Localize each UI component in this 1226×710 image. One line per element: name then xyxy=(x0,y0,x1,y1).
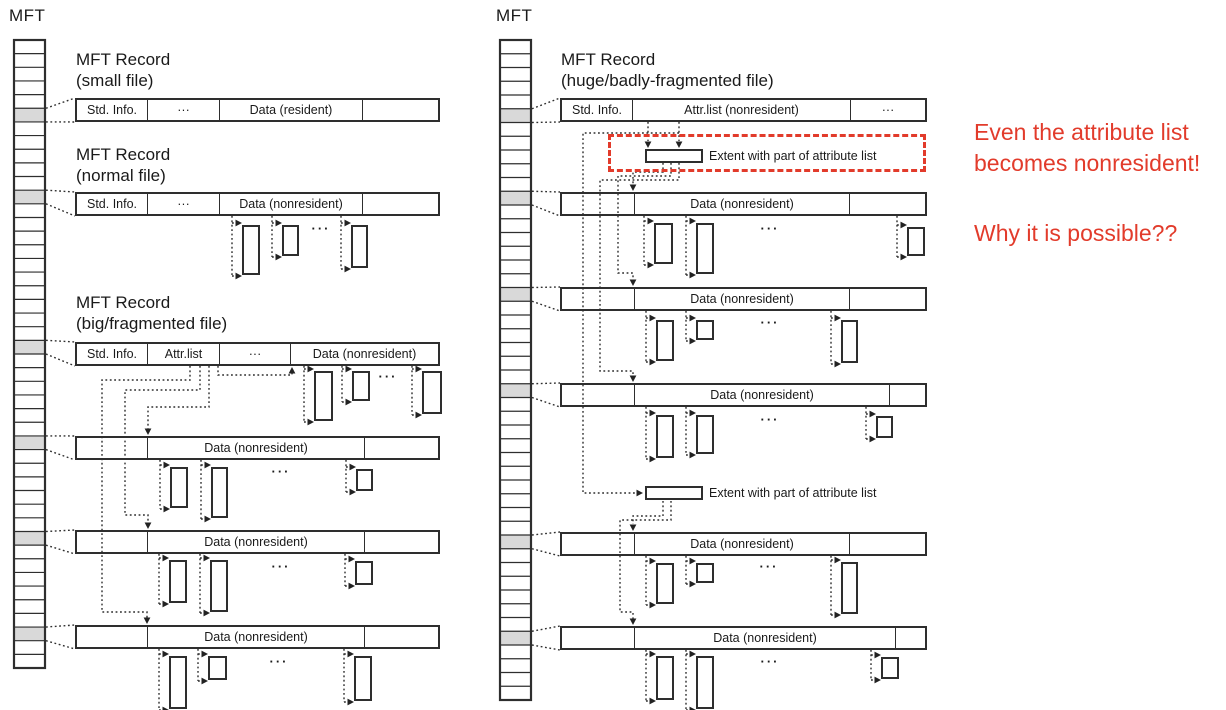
record-cell-ellipsis: ··· xyxy=(881,103,895,117)
mft-record-big-fragmented-file: Std. Info. Attr.list ··· Data (nonreside… xyxy=(75,342,440,366)
record-cell-empty xyxy=(896,628,925,648)
mft-extension-record-r1: Data (nonresident) xyxy=(560,192,927,216)
record-title-big-fragmented-file: MFT Record (big/fragmented file) xyxy=(76,292,227,334)
run-ellipsis: ··· xyxy=(269,654,289,669)
record-cell-empty xyxy=(562,628,635,648)
record-cell-std-info: Std. Info. xyxy=(77,344,148,364)
run-ellipsis: ··· xyxy=(760,221,780,236)
mft-extension-record-r4: Data (nonresident) xyxy=(560,532,927,556)
record-cell-empty xyxy=(850,194,925,214)
record-cell-data-nonresident: Data (nonresident) xyxy=(635,385,890,405)
record-cell-data-nonresident: Data (nonresident) xyxy=(312,347,417,361)
record-title-line: (huge/badly-fragmented file) xyxy=(561,71,774,90)
record-cell-data-nonresident: Data (nonresident) xyxy=(148,627,365,647)
annotation-why-note: Why it is possible?? xyxy=(974,220,1178,246)
highlight-dashed-rect xyxy=(608,134,926,172)
run-ellipsis: ··· xyxy=(760,654,780,669)
record-title-huge-fragmented-file: MFT Record (huge/badly-fragmented file) xyxy=(561,49,774,91)
record-title-line: MFT Record xyxy=(76,50,171,69)
annotation-line: becomes nonresident! xyxy=(974,150,1201,176)
record-cell-empty xyxy=(890,385,925,405)
record-cell-data-nonresident: Data (nonresident) xyxy=(148,438,365,458)
record-cell-data-nonresident: Data (nonresident) xyxy=(148,532,365,552)
mft-extension-record-2: Data (nonresident) xyxy=(75,530,440,554)
record-cell-attr-list-nonresident: Attr.list (nonresident) xyxy=(633,100,851,120)
mft-extension-record-3: Data (nonresident) xyxy=(75,625,440,649)
extent-label-1: Extent with part of attribute list xyxy=(709,149,877,163)
left-mft-label: MFT xyxy=(9,6,46,25)
record-cell-empty xyxy=(77,532,148,552)
record-cell-data-nonresident: Data (nonresident) xyxy=(635,628,896,648)
record-cell-empty xyxy=(77,627,148,647)
record-cell-data-resident: Data (resident) xyxy=(220,100,363,120)
record-title-small-file: MFT Record (small file) xyxy=(76,49,170,91)
mft-record-small-file: Std. Info. ··· Data (resident) xyxy=(75,98,440,122)
mft-extension-record-r5: Data (nonresident) xyxy=(560,626,927,650)
record-cell-data-nonresident: Data (nonresident) xyxy=(635,289,850,309)
record-cell-empty xyxy=(850,534,925,554)
annotation-line: Even the attribute list xyxy=(974,119,1189,145)
record-cell-ellipsis: ··· xyxy=(148,100,220,120)
record-cell-empty xyxy=(77,438,148,458)
annotation-nonresident-note: Even the attribute list becomes nonresid… xyxy=(974,117,1200,179)
record-cell-ellipsis: ··· xyxy=(148,194,220,214)
run-ellipsis: ··· xyxy=(271,559,291,574)
mft-extension-record-1: Data (nonresident) xyxy=(75,436,440,460)
record-title-line: (big/fragmented file) xyxy=(76,314,228,333)
record-cell-data-nonresident: Data (nonresident) xyxy=(635,194,850,214)
run-ellipsis: ··· xyxy=(378,369,398,384)
record-cell-std-info: Std. Info. xyxy=(562,100,633,120)
run-ellipsis: ··· xyxy=(760,412,780,427)
record-cell-empty xyxy=(562,534,635,554)
record-cell-empty xyxy=(365,532,438,552)
right-mft-label: MFT xyxy=(496,6,533,25)
run-ellipsis: ··· xyxy=(271,464,291,479)
extent-label-2: Extent with part of attribute list xyxy=(709,486,877,500)
mft-record-normal-file: Std. Info. ··· Data (nonresident) xyxy=(75,192,440,216)
record-title-normal-file: MFT Record (normal file) xyxy=(76,144,170,186)
record-title-line: (small file) xyxy=(76,71,154,90)
extent-box-2 xyxy=(645,486,703,500)
record-title-line: (normal file) xyxy=(76,166,166,185)
record-cell-empty xyxy=(363,194,438,214)
run-ellipsis: ··· xyxy=(759,559,779,574)
record-cell-data-nonresident: Data (nonresident) xyxy=(635,534,850,554)
record-cell-empty xyxy=(365,438,438,458)
record-cell-empty xyxy=(562,385,635,405)
mft-record-huge-fragmented-file: Std. Info. Attr.list (nonresident) ··· xyxy=(560,98,927,122)
record-cell-empty xyxy=(365,627,438,647)
mft-extension-record-r2: Data (nonresident) xyxy=(560,287,927,311)
mft-extension-record-r3: Data (nonresident) xyxy=(560,383,927,407)
run-ellipsis: ··· xyxy=(311,221,331,236)
record-cell-data-nonresident: Data (nonresident) xyxy=(220,194,363,214)
record-cell-std-info: Std. Info. xyxy=(77,100,148,120)
record-title-line: MFT Record xyxy=(561,50,656,69)
record-cell-empty xyxy=(363,100,438,120)
record-cell-std-info: Std. Info. xyxy=(77,194,148,214)
record-cell-empty xyxy=(850,289,925,309)
record-cell-ellipsis: ··· xyxy=(220,344,291,364)
record-cell-empty xyxy=(562,194,635,214)
record-cell-attr-list: Attr.list xyxy=(148,344,220,364)
run-ellipsis: ··· xyxy=(760,315,780,330)
record-title-line: MFT Record xyxy=(76,293,171,312)
record-title-line: MFT Record xyxy=(76,145,171,164)
record-cell-empty xyxy=(562,289,635,309)
